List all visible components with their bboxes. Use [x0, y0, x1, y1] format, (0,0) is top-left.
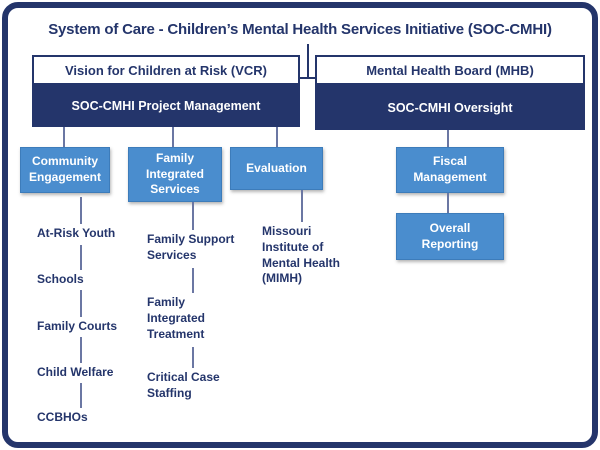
node-mimh: Missouri Institute of Mental Health (MIM… [262, 224, 341, 286]
connector-line [192, 347, 194, 368]
connector-line [80, 245, 82, 270]
node-schools: Schools [37, 272, 84, 286]
node-ccbhos: CCBHOs [37, 410, 88, 424]
node-family-integrated-treatment: Family Integrated Treatment [147, 295, 206, 341]
connector-line [80, 383, 82, 408]
page-title: System of Care - Children’s Mental Healt… [48, 21, 552, 38]
node-community-engagement: Community Engagement [20, 147, 110, 193]
connector-line [300, 77, 315, 79]
connector-line [80, 337, 82, 363]
node-critical-case-staffing: Critical Case Staffing [147, 370, 220, 400]
connector-line [447, 193, 449, 213]
node-overall-reporting: Overall Reporting [396, 213, 504, 260]
node-vcr-role: SOC-CMHI Project Management [32, 85, 300, 127]
node-family-integrated-services: Family Integrated Services [128, 147, 222, 202]
connector-line [276, 127, 278, 147]
node-family-courts: Family Courts [37, 319, 118, 333]
node-mhb: Mental Health Board (MHB) [315, 55, 585, 85]
connector-line [192, 202, 194, 230]
node-family-support-services: Family Support Services [147, 232, 235, 262]
connector-line [80, 290, 82, 317]
connector-line [447, 130, 449, 147]
connector-line [172, 127, 174, 147]
connector-line [307, 44, 309, 79]
connector-line [80, 197, 82, 224]
node-mhb-role: SOC-CMHI Oversight [315, 85, 585, 130]
node-evaluation: Evaluation [230, 147, 323, 190]
node-child-welfare: Child Welfare [37, 365, 114, 379]
node-fiscal-management: Fiscal Management [396, 147, 504, 193]
node-vcr: Vision for Children at Risk (VCR) [32, 55, 300, 85]
connector-line [192, 268, 194, 293]
node-at-risk-youth: At-Risk Youth [37, 226, 116, 240]
connector-line [63, 127, 65, 147]
connector-line [301, 190, 303, 222]
